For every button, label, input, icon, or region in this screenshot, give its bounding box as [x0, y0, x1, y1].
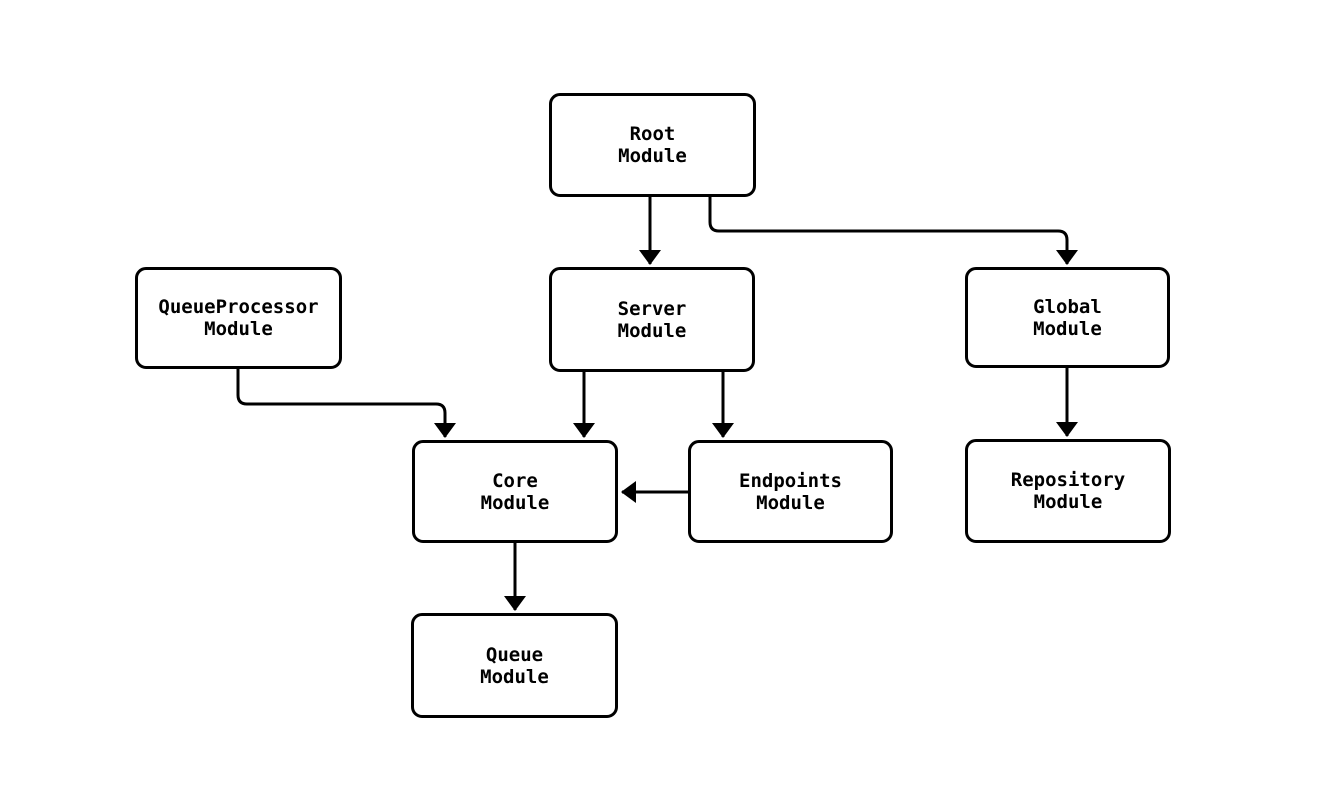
node-queueprocessor-module: QueueProcessor Module: [135, 267, 342, 369]
node-root-module: Root Module: [549, 93, 756, 197]
node-endpoints-module: Endpoints Module: [688, 440, 893, 543]
node-global-module: Global Module: [965, 267, 1170, 368]
edge-root-to-global: [708, 197, 1078, 265]
node-repository-module: Repository Module: [965, 439, 1171, 543]
node-queue-module: Queue Module: [411, 613, 618, 718]
node-core-module: Core Module: [412, 440, 618, 543]
edge-queueprocessor-to-core: [236, 369, 456, 438]
node-server-module: Server Module: [549, 267, 755, 372]
